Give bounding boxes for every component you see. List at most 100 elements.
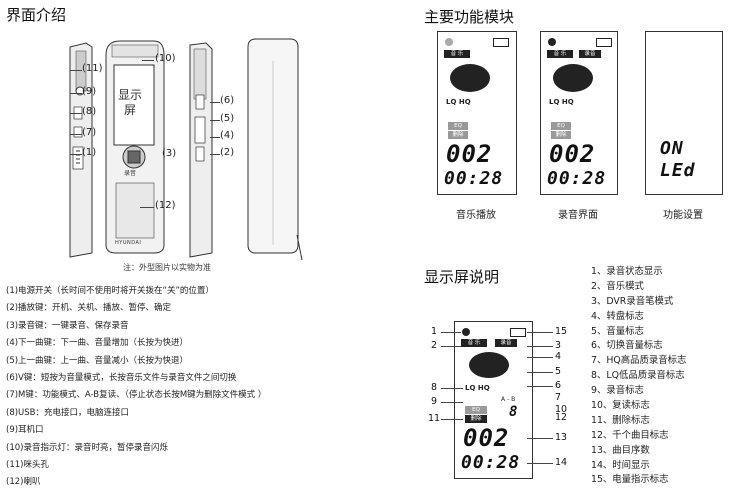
callout-line xyxy=(70,154,82,155)
callout-line xyxy=(527,346,553,347)
delete-tag: 删除 xyxy=(448,131,468,139)
legend-item: 12、千个曲目标志 xyxy=(591,429,669,441)
device-screen-text: 显示屏 xyxy=(118,88,143,117)
device-note: 注：外型图片以实物为准 xyxy=(123,263,211,272)
lcd-display-diagram: 音 乐 录音 LQ HQ A - B EQ 删除 8 002 00:28 xyxy=(454,321,533,479)
callout-line xyxy=(140,207,154,208)
indicator-number-11: 11 xyxy=(428,413,441,424)
legend-item: 15、电量指示标志 xyxy=(591,474,669,486)
quality-label: LQ HQ xyxy=(549,98,574,106)
description-item: (3)录音键：一键录音、保存录音 xyxy=(6,320,129,331)
device-front-view xyxy=(105,40,165,254)
legend-item: 3、DVR录音笔模式 xyxy=(591,295,674,307)
lcd-settings: ON LEd xyxy=(645,31,723,195)
eq-tag: EQ xyxy=(465,406,487,414)
indicator-number-10: 10 xyxy=(555,404,568,415)
callout-line xyxy=(527,332,553,333)
callout-line xyxy=(527,438,553,439)
repeat-label: A - B xyxy=(501,396,516,403)
device-illustration xyxy=(69,38,303,261)
section-title-intro: 界面介绍 xyxy=(6,6,67,24)
callout-line xyxy=(210,154,220,155)
legend-item: 6、切换音量标志 xyxy=(591,340,663,352)
display-legend: 1、录音状态显示 2、音乐模式 3、DVR录音笔模式 4、转盘标志 5、音量标志… xyxy=(591,265,686,488)
callout-4: (4) xyxy=(220,130,235,141)
battery-icon xyxy=(493,38,509,47)
device-brand: HYUNDAI xyxy=(115,240,142,246)
track-number: 002 xyxy=(446,140,493,168)
callout-line xyxy=(70,70,82,71)
description-item: (5)上一曲键：上一曲、音量减小（长按为快退） xyxy=(6,355,189,366)
callout-line xyxy=(441,332,461,333)
callout-line xyxy=(70,113,82,114)
indicator-number-1: 1 xyxy=(431,326,438,337)
callout-8: (8) xyxy=(82,106,97,117)
indicator-number-12: 12 xyxy=(555,412,568,423)
indicator-number-9: 9 xyxy=(431,396,438,407)
callout-10: (10) xyxy=(155,53,176,64)
track-number: 002 xyxy=(463,424,510,452)
caption-recording: 录音界面 xyxy=(558,210,598,221)
callout-line xyxy=(441,346,461,347)
callout-line xyxy=(210,120,220,121)
callout-line xyxy=(142,60,154,61)
indicator-number-2: 2 xyxy=(431,340,438,351)
description-item: (8)USB：充电接口，电脑连接口 xyxy=(6,407,129,418)
legend-item: 10、复读标志 xyxy=(591,400,650,412)
delete-tag: 删除 xyxy=(465,415,487,423)
callout-6: (6) xyxy=(220,95,235,106)
disc-icon xyxy=(553,64,593,92)
time-display: 00:28 xyxy=(444,168,504,189)
callout-line xyxy=(441,402,463,403)
music-tag: 音 乐 xyxy=(547,50,573,58)
description-item: (10)录音指示灯：录音时亮，暂停录音闪烁 xyxy=(6,442,168,453)
callout-5: (5) xyxy=(220,113,235,124)
battery-icon xyxy=(596,38,612,47)
record-tag: 录音 xyxy=(495,339,517,347)
caption-settings: 功能设置 xyxy=(663,210,703,221)
lcd-music-play: 音 乐 LQ HQ EQ 删除 002 00:28 xyxy=(437,31,517,195)
section-title-functions: 主要功能模块 xyxy=(424,8,515,26)
description-item: (1)电源开关（长时间不使用时将开关拨在“关”的位置） xyxy=(6,286,214,296)
indicator-number-7: 7 xyxy=(555,392,562,403)
callout-line xyxy=(70,134,82,135)
setting-line-1: ON xyxy=(660,138,684,159)
callout-line xyxy=(210,102,220,103)
music-tag: 音 乐 xyxy=(444,50,470,58)
battery-icon xyxy=(510,328,526,337)
time-display: 00:28 xyxy=(547,168,607,189)
legend-item: 13、曲目序数 xyxy=(591,444,650,456)
device-rec-label: 录音 xyxy=(124,170,137,177)
callout-3: (3) xyxy=(162,148,177,159)
disc-icon xyxy=(469,352,509,378)
legend-item: 9、录音标志 xyxy=(591,385,644,397)
indicator-number-4: 4 xyxy=(555,351,562,362)
indicator-number-5: 5 xyxy=(555,366,562,377)
quality-label: LQ HQ xyxy=(446,98,471,106)
record-status-icon xyxy=(462,328,470,336)
legend-item: 5、音量标志 xyxy=(591,325,644,337)
indicator-number-6: 6 xyxy=(555,380,562,391)
eq-tag: EQ xyxy=(551,122,571,130)
device-side-left xyxy=(69,42,93,258)
callout-11: (11) xyxy=(82,63,103,74)
indicator-number-13: 13 xyxy=(555,432,568,443)
eq-tag: EQ xyxy=(448,122,468,130)
callout-9: (9) xyxy=(82,86,97,97)
legend-item: 4、转盘标志 xyxy=(591,310,644,322)
description-item: (7)M键：功能模式、A-B复读、（停止状态长按M键为删除文件模式 ） xyxy=(6,390,267,401)
music-tag: 音 乐 xyxy=(461,339,487,347)
indicator-number-3: 3 xyxy=(555,340,562,351)
legend-item: 14、时间显示 xyxy=(591,459,650,471)
indicator-number-15: 15 xyxy=(555,326,568,337)
indicator-number-14: 14 xyxy=(555,457,568,468)
callout-line xyxy=(527,357,553,358)
description-list: (1)电源开关（长时间不使用时将开关拨在“关”的位置） (2)播放键：开机、关机… xyxy=(6,283,266,492)
time-display: 00:28 xyxy=(461,452,521,473)
callout-7: (7) xyxy=(82,127,97,138)
legend-item: 7、HQ高品质录音标志 xyxy=(591,355,687,367)
section-title-display: 显示屏说明 xyxy=(424,268,500,286)
setting-line-2: LEd xyxy=(660,160,696,181)
delete-tag: 删除 xyxy=(551,131,571,139)
record-status-icon xyxy=(548,38,556,46)
